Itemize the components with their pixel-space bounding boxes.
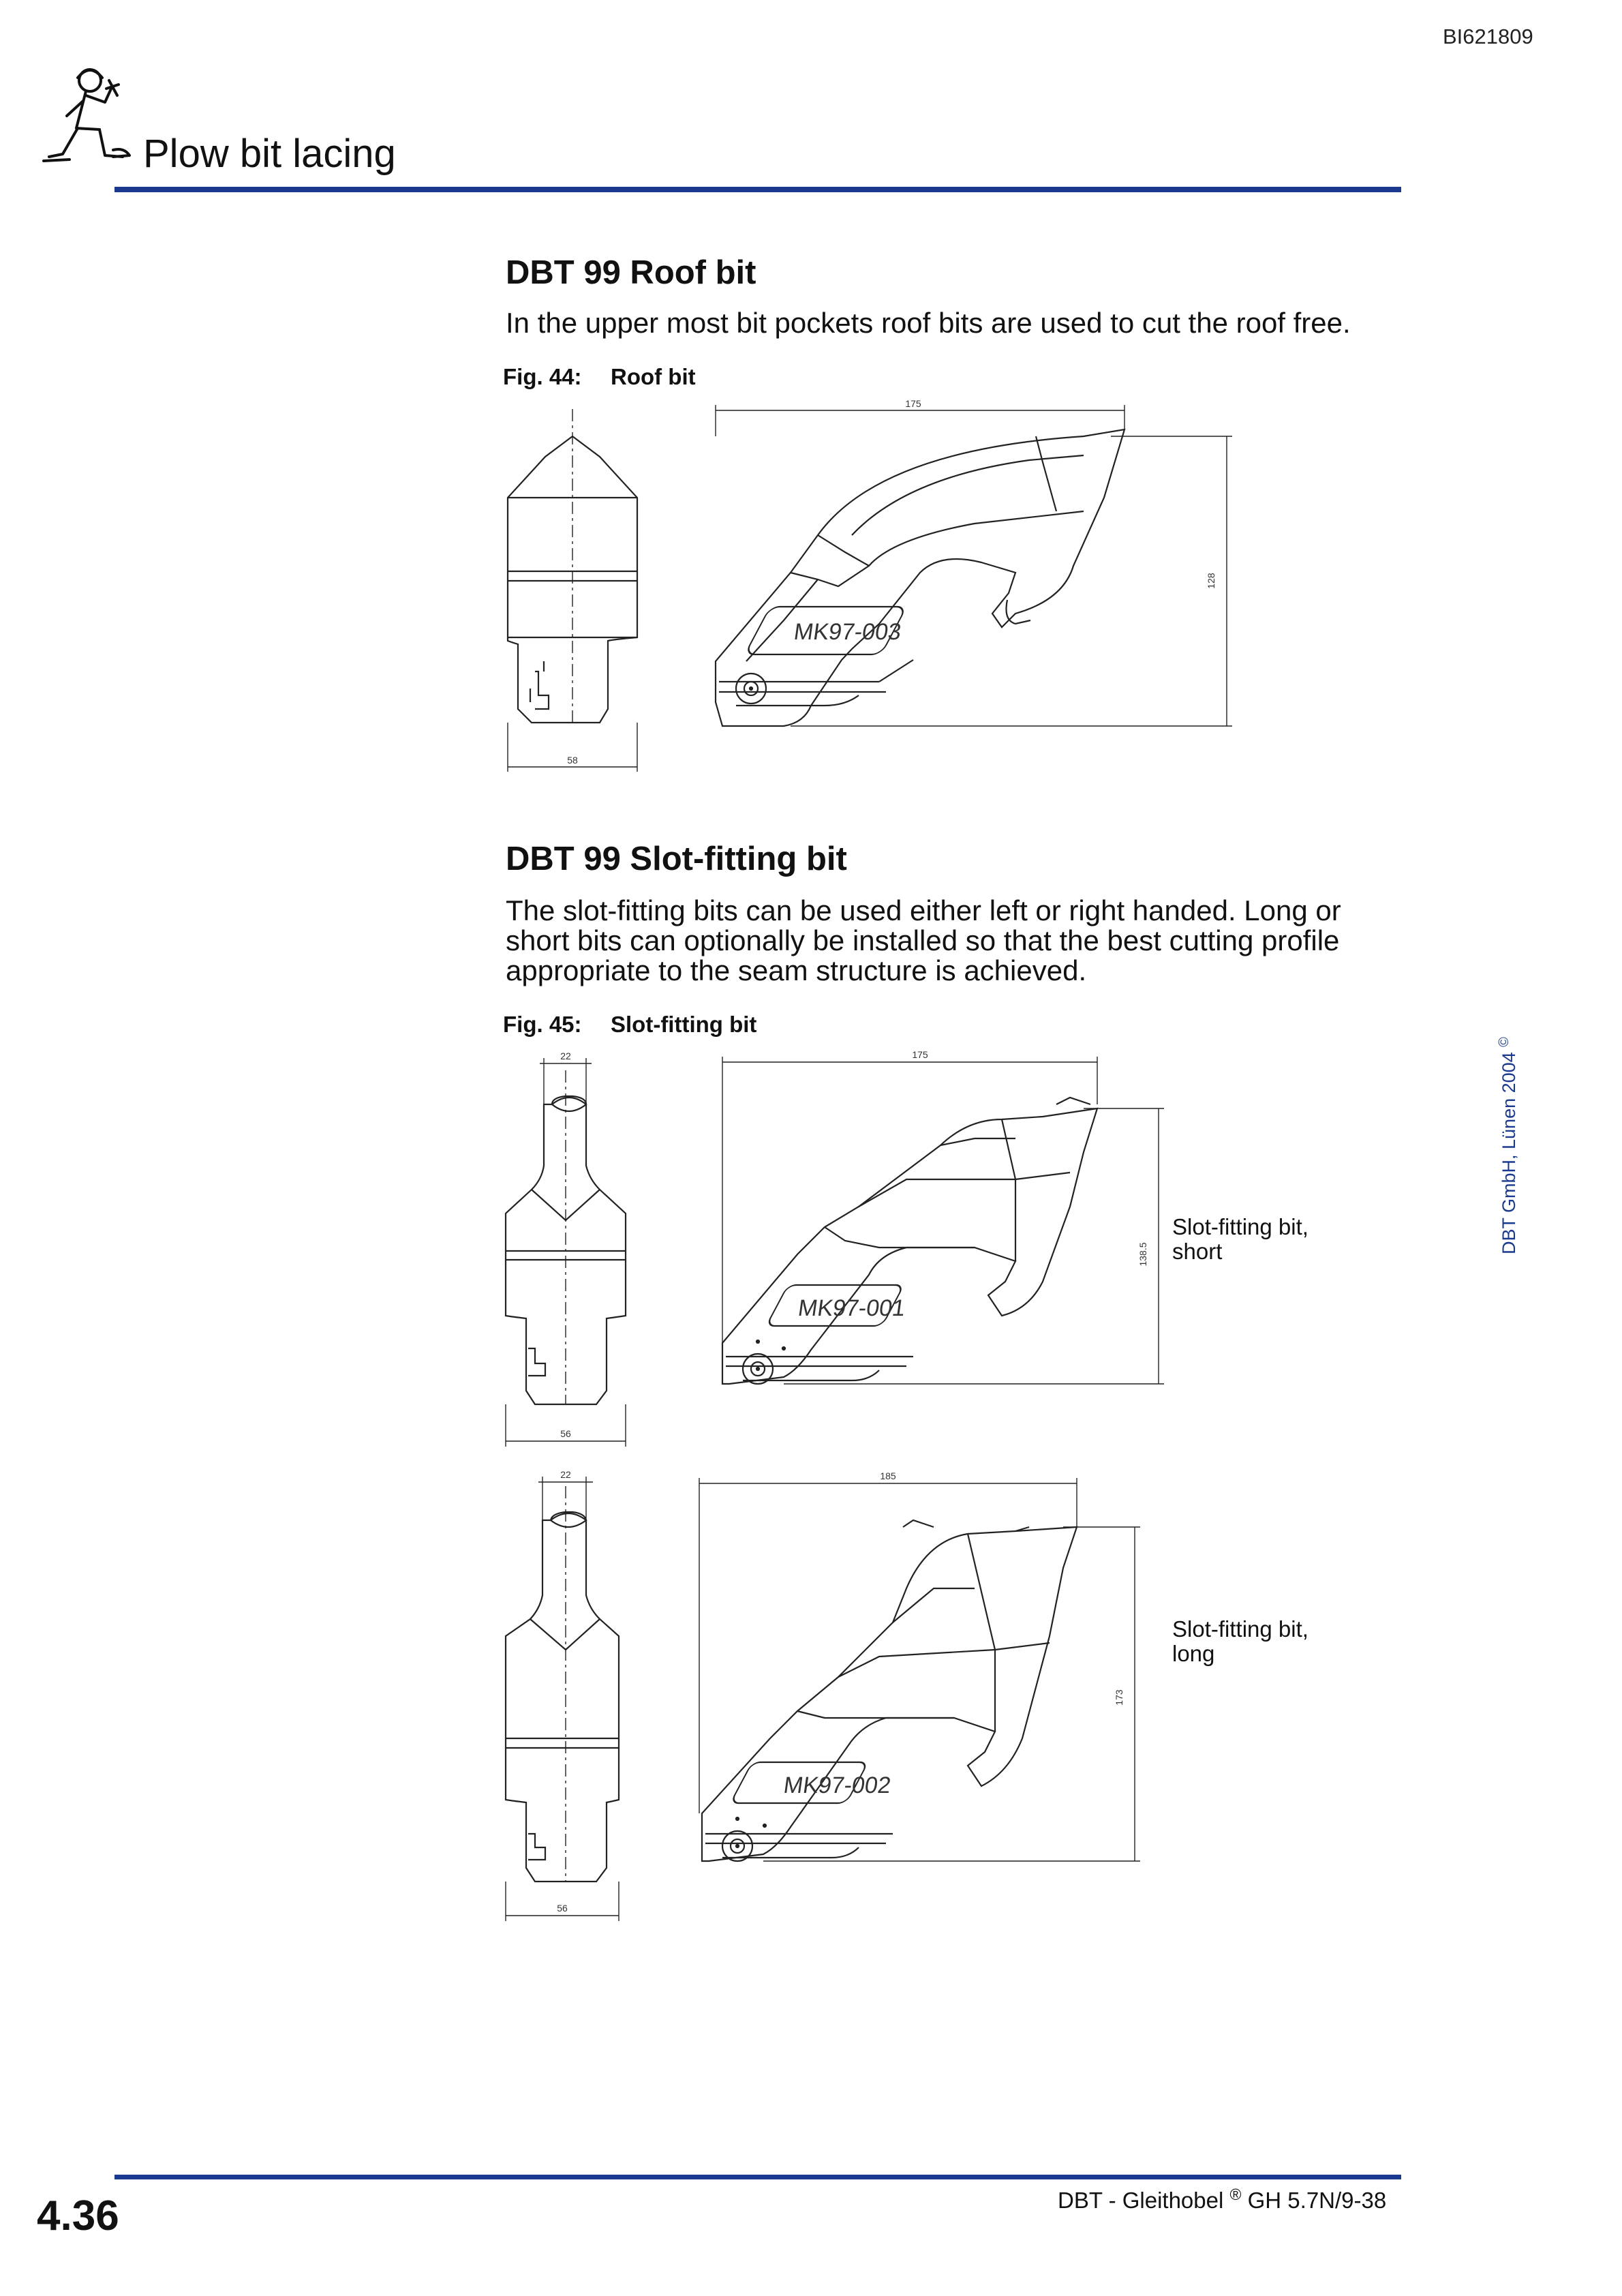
figure-title: Roof bit <box>611 364 696 389</box>
dim-width-side: 175 <box>912 1049 928 1060</box>
dim-height: 138.5 <box>1137 1242 1148 1266</box>
footer-rule <box>114 2175 1401 2179</box>
text-line: The slot-fitting bits can be used either… <box>506 894 1341 926</box>
page-number: 4.36 <box>37 2192 119 2239</box>
roof-bit-dimensions <box>507 405 1232 772</box>
text-line: appropriate to the seam structure is ach… <box>506 954 1087 986</box>
roof-bit-front-view <box>506 409 639 724</box>
footer-product-name: DBT - Gleithobel <box>1058 2188 1224 2213</box>
section-text-roof-bit: In the upper most bit pockets roof bits … <box>506 307 1351 339</box>
long-bit-dimensions <box>505 1477 1140 1921</box>
dim-height: 128 <box>1206 573 1216 589</box>
copyright-text: DBT GmbH, Lünen 2004 <box>1499 1052 1519 1254</box>
dim-width-side: 175 <box>905 398 921 409</box>
text-line: short bits can optionally be installed s… <box>506 924 1340 956</box>
figure-caption-44: Fig. 44: Roof bit <box>503 364 696 390</box>
section-heading-roof-bit: DBT 99 Roof bit <box>506 254 756 291</box>
dim-top-front: 22 <box>560 1469 571 1480</box>
short-bit-front-view <box>504 1070 627 1406</box>
roof-bit-drawing: 175 128 58 MK97-003 <box>506 398 1232 772</box>
callout-line: long <box>1172 1641 1215 1666</box>
slot-fitting-bit-short-drawing: 22 175 138.5 56 MK97-001 <box>504 1049 1164 1447</box>
dim-width-front: 56 <box>557 1903 568 1914</box>
callout-line: Slot-fitting bit, <box>1172 1616 1309 1642</box>
short-bit-dimensions <box>505 1057 1164 1447</box>
copyright-symbol: © <box>1497 1037 1512 1047</box>
short-bit-side-view <box>721 1096 1099 1385</box>
roof-bit-side-view <box>714 428 1126 727</box>
long-bit-front-view <box>504 1486 620 1883</box>
part-marking: MK97-002 <box>782 1772 892 1798</box>
callout-line: short <box>1172 1239 1223 1264</box>
figure-number: Fig. 45: <box>503 1012 582 1037</box>
page-title: Plow bit lacing <box>143 132 396 176</box>
figure-caption-45: Fig. 45: Slot-fitting bit <box>503 1012 756 1038</box>
part-marking: MK97-001 <box>797 1295 907 1321</box>
copyright-notice: DBT GmbH, Lünen 2004 © <box>1483 1037 1524 1254</box>
figure-title: Slot-fitting bit <box>611 1012 757 1037</box>
dim-width-front: 58 <box>567 755 578 766</box>
section-heading-slot-fitting-bit: DBT 99 Slot-fitting bit <box>506 841 847 877</box>
worker-icon <box>42 68 131 162</box>
dim-height: 173 <box>1114 1689 1124 1706</box>
callout-long: Slot-fitting bit, long <box>1172 1617 1309 1666</box>
dim-width-side: 185 <box>880 1470 896 1481</box>
header-rule <box>114 187 1401 192</box>
callout-line: Slot-fitting bit, <box>1172 1214 1309 1239</box>
part-marking: MK97-003 <box>793 619 903 645</box>
footer-model: GH 5.7N/9-38 <box>1247 2188 1387 2213</box>
dim-top-front: 22 <box>560 1051 571 1061</box>
figure-number: Fig. 44: <box>503 364 582 389</box>
registered-mark: ® <box>1229 2186 1242 2203</box>
section-text-slot-fitting-bit: The slot-fitting bits can be used either… <box>506 896 1405 986</box>
callout-short: Slot-fitting bit, short <box>1172 1215 1309 1264</box>
document-id: BI621809 <box>1443 25 1533 48</box>
long-bit-side-view <box>701 1519 1078 1862</box>
slot-fitting-bit-long-drawing: 22 185 173 56 MK97-002 <box>504 1469 1140 1921</box>
footer-product: DBT - Gleithobel ® GH 5.7N/9-38 <box>1058 2186 1386 2214</box>
dim-width-front: 56 <box>560 1428 571 1439</box>
